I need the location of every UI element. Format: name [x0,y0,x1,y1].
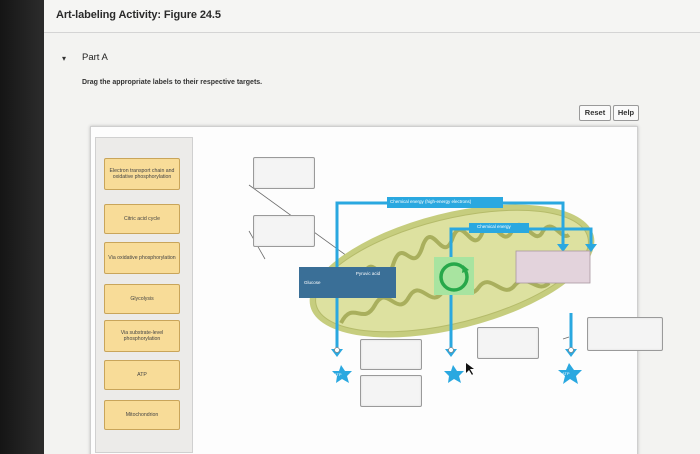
instructions-text: Drag the appropriate labels to their res… [82,79,263,86]
collapse-chevron-icon[interactable]: ▾ [62,54,67,63]
atp-text: ATP [334,372,342,377]
citric-cycle-ring [439,262,469,292]
header-bar: Art-labeling Activity: Figure 24.5 [44,0,700,33]
etc-target-fill [515,250,591,284]
chem-energy-banner-2 [469,223,529,233]
activity-page: Art-labeling Activity: Figure 24.5 ▾ Par… [44,0,700,454]
label-bank: Electron transport chain and oxidative p… [95,137,193,453]
drop-target-5[interactable] [587,317,663,351]
label-via-oxidative[interactable]: Via oxidative phosphorylation [104,242,180,274]
atp-text: ATP [562,371,570,376]
label-glycolysis[interactable]: Glycolysis [104,284,180,314]
label-via-substrate-level[interactable]: Via substrate-level phosphorylation [104,320,180,352]
drop-target-2[interactable] [253,215,315,247]
drop-target-6[interactable] [360,375,422,407]
part-a-heading[interactable]: Part A [82,52,108,63]
label-mitochondrion[interactable]: Mitochondrion [104,400,180,430]
label-atp[interactable]: ATP [104,360,180,390]
chem-energy-text: Chemical energy [477,224,511,229]
drop-target-4[interactable] [477,327,539,359]
drop-target-3[interactable] [360,339,422,370]
chem-energy-banner [387,197,503,208]
label-citric-acid-cycle[interactable]: Citric acid cycle [104,204,180,234]
glycolysis-box [299,267,396,298]
chem-energy-high-text: Chemical energy (high-energy electrons) [390,199,472,204]
atp-starburst-icon [332,363,582,384]
pyruvic-acid-text: Pyruvic acid [355,271,381,276]
leader-line [562,336,570,340]
connector-dots [334,347,574,353]
glucose-text: Glucose [304,280,321,285]
help-button[interactable]: Help [613,105,639,121]
labeling-workspace: Chemical energy (high-energy electrons) … [90,126,663,454]
label-etc-oxidative[interactable]: Electron transport chain and oxidative p… [104,158,180,190]
drop-target-1[interactable] [253,157,315,189]
cellular-respiration-diagram [248,184,597,384]
mouse-cursor-icon [466,363,474,375]
page-title: Art-labeling Activity: Figure 24.5 [56,9,221,21]
arrow-heads [331,244,597,357]
reset-button[interactable]: Reset [579,105,611,121]
